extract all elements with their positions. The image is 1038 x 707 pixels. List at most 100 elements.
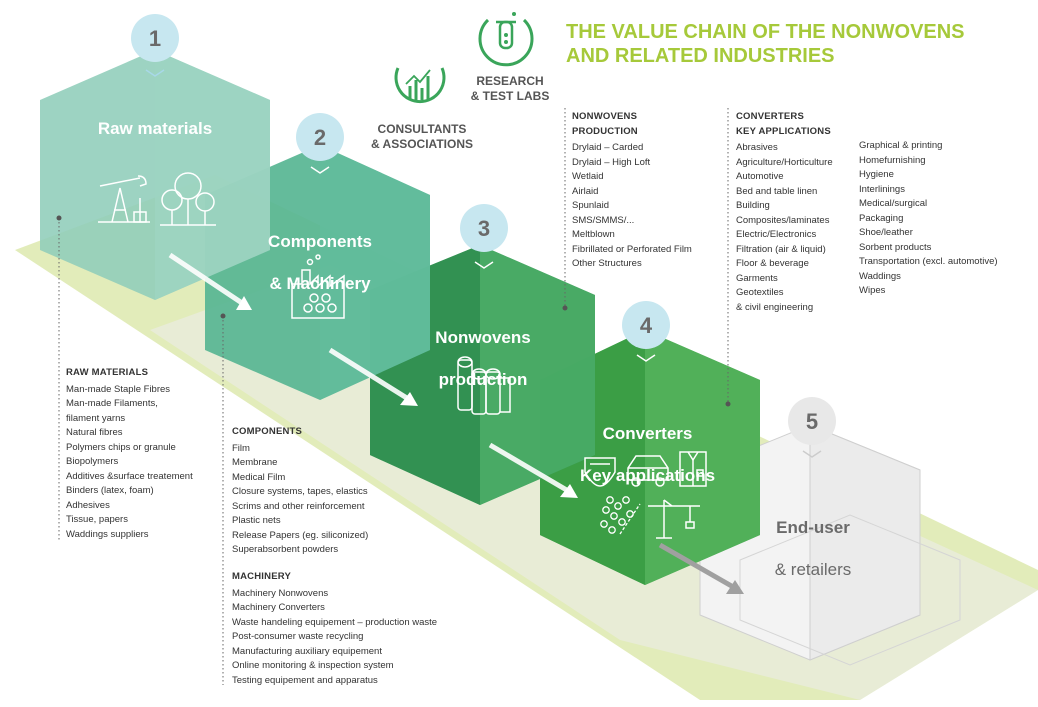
list-item: Floor & beverage [736, 258, 809, 269]
list-item: Manufacturing auxiliary equipement [232, 645, 382, 657]
list-item: Membrane [232, 457, 278, 468]
shirt-icon [679, 451, 707, 487]
stage-5-title-line-2: & retailers [774, 560, 852, 579]
flow-arrow-4 [658, 542, 744, 594]
stage-3-badge [460, 204, 508, 269]
list-item: Filtration (air & liquid) [736, 243, 826, 255]
list-item: Drylaid – Carded [572, 142, 644, 153]
list-item: Polymers chips or granule [66, 441, 176, 453]
stage-4-title-line-1: Converters [602, 424, 693, 443]
connector-dots [56, 215, 731, 407]
stage-3-title-line-1: Nonwovens [435, 328, 531, 347]
stage-1-hexagon [40, 50, 270, 300]
list-item: Homefurnishing [859, 154, 926, 166]
consultants-label: CONSULTANTS & ASSOCIATIONS [370, 122, 473, 151]
stage-2-title-line-1: Components [268, 232, 372, 251]
list-item: Man-made Filaments, [66, 398, 158, 409]
components-list: COMPONENTS Film Membrane Medical Film Cl… [232, 425, 368, 558]
dots-icon [600, 496, 641, 535]
fabric-rolls-icon [457, 356, 511, 415]
list-item: Electric/Electronics [736, 229, 817, 240]
list-item: Medical/surgical [859, 198, 928, 209]
stage-2-title-line-2: & Machinery [269, 274, 371, 293]
list-item: Fibrillated or Perforated Film [572, 243, 692, 255]
list-item: Hygiene [859, 169, 894, 180]
stage-5-number: 5 [805, 409, 819, 434]
list-item: Bed and table linen [736, 185, 818, 197]
machinery-heading: MACHINERY [232, 571, 291, 582]
car-icon [627, 455, 669, 487]
list-item: Interlinings [859, 183, 905, 195]
stage-2-title: Components & Machinery [235, 210, 405, 315]
list-item: Transportation (excl. automotive) [859, 256, 998, 267]
factory-icon [291, 254, 345, 319]
crane-icon [648, 499, 700, 539]
list-item: Testing equipement and apparatus [232, 674, 378, 686]
list-item: Tissue, papers [66, 514, 128, 525]
connector-lines [58, 108, 729, 685]
list-item: Film [232, 442, 250, 454]
list-item: & civil engineering [736, 301, 814, 313]
list-item: Waste handeling equipement – production … [232, 616, 438, 628]
list-item: Release Papers (eg. siliconized) [232, 529, 369, 541]
stage-4-title-line-2: Key applications [579, 466, 716, 485]
stage-5-title: End-user & retailers [738, 496, 888, 601]
list-item: SMS/SMMS/... [572, 214, 635, 226]
stage-2-badge [296, 113, 344, 174]
list-item: Waddings suppliers [66, 528, 149, 540]
list-item: Sorbent products [859, 241, 932, 253]
list-item: Man-made Staple Fibres [66, 383, 171, 395]
list-item: Closure systems, tapes, elastics [232, 486, 368, 497]
list-item: Composites/laminates [736, 214, 830, 226]
research-labs-label: RESEARCH & TEST LABS [470, 74, 550, 103]
list-item: Packaging [859, 212, 904, 224]
list-item: Biopolymers [66, 456, 119, 467]
diaper-icon [584, 457, 616, 487]
converters-list: CONVERTERS KEY APPLICATIONS Abrasives Ag… [736, 110, 833, 315]
list-item: Machinery Nonwovens [232, 587, 329, 599]
stage-3-number: 3 [477, 216, 491, 241]
list-item: Plastic nets [232, 515, 281, 526]
research-labs-icon [478, 12, 534, 67]
consultants-icon [394, 67, 446, 104]
list-item: Wetlaid [572, 171, 604, 182]
list-item: Medical Film [232, 471, 286, 483]
list-item: Abrasives [736, 142, 778, 153]
stage-2-number: 2 [313, 125, 327, 150]
list-item: Agriculture/Horticulture [736, 156, 833, 168]
list-item: Building [736, 200, 770, 211]
list-item: Additives &surface treatement [66, 470, 193, 482]
stage-4-badge [622, 301, 670, 362]
stage-5-title-line-1: End-user [776, 518, 850, 537]
components-heading: COMPONENTS [232, 426, 303, 437]
list-item: Graphical & printing [859, 140, 943, 151]
stage-1-badge [131, 14, 179, 77]
converters-list-col2: Graphical & printing Homefurnishing Hygi… [859, 139, 998, 299]
raw-materials-heading: RAW MATERIALS [66, 367, 149, 378]
list-item: Binders (latex, foam) [66, 485, 154, 496]
list-item: filament yarns [66, 412, 126, 424]
list-item: Spunlaid [572, 200, 609, 211]
machinery-list: MACHINERY Machinery Nonwovens Machinery … [232, 570, 437, 688]
raw-materials-list: RAW MATERIALS Man-made Staple Fibres Man… [66, 366, 193, 542]
stage-1-number: 1 [148, 26, 162, 51]
stage-5-badge [788, 397, 836, 458]
stage-4-number: 4 [639, 313, 653, 338]
flow-arrow-1 [168, 252, 252, 310]
list-item: Waddings [859, 270, 901, 282]
list-item: Automotive [736, 171, 784, 182]
list-item: Machinery Converters [232, 602, 325, 613]
list-item: Other Structures [572, 258, 642, 269]
list-item: Airlaid [572, 185, 599, 197]
list-item: Adhesives [66, 499, 110, 511]
nonwovens-production-list: NONWOVENS PRODUCTION Drylaid – Carded Dr… [572, 110, 692, 272]
nonwovens-production-heading: NONWOVENS PRODUCTION [572, 111, 638, 137]
oil-pump-icon [98, 175, 150, 223]
converters-heading: CONVERTERS KEY APPLICATIONS [736, 111, 831, 137]
list-item: Superabsorbent powders [232, 544, 339, 555]
stage-1-title: Raw materials [97, 119, 213, 138]
flow-arrow-2 [328, 347, 418, 406]
list-item: Wipes [859, 285, 886, 296]
list-item: Shoe/leather [859, 227, 913, 238]
